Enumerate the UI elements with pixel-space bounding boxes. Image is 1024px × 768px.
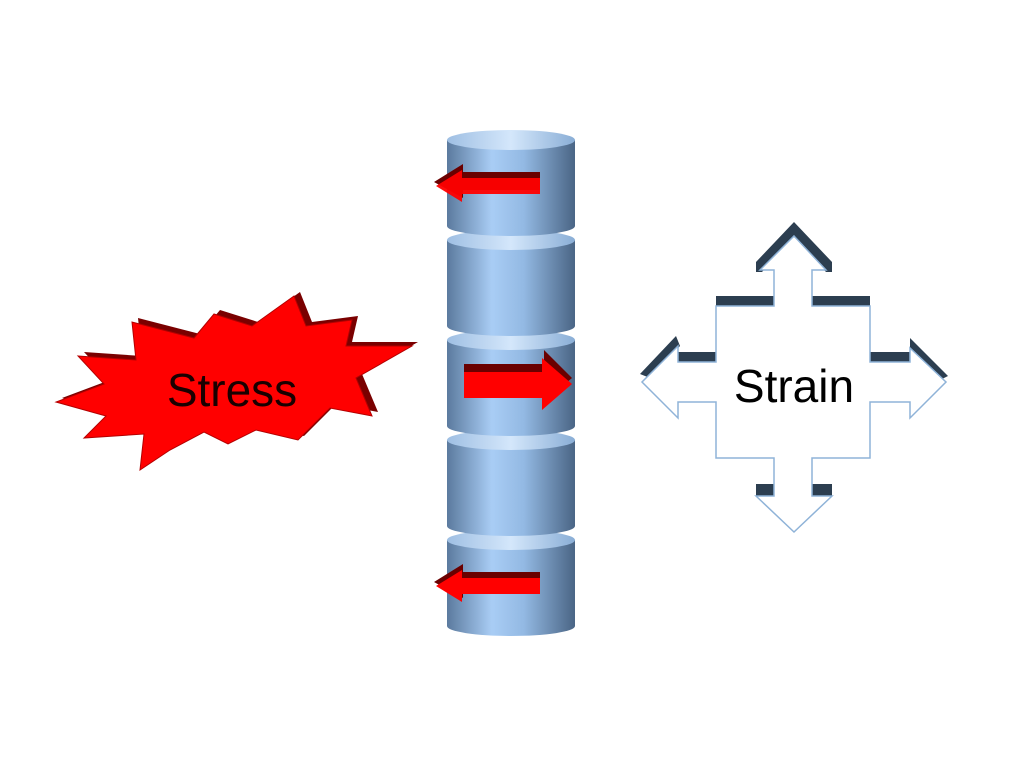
strain-quad-arrow-body xyxy=(640,234,948,534)
strain-label: Strain xyxy=(734,360,854,412)
column-segment-2 xyxy=(447,230,575,336)
column-segment-4 xyxy=(447,430,575,536)
stress-starburst-face xyxy=(54,295,414,472)
shear-arrow-left-top xyxy=(434,164,540,202)
stress-starburst: Stress xyxy=(54,292,418,472)
stacked-column xyxy=(434,130,575,636)
strain-quad-arrow-shadow xyxy=(640,222,948,496)
strain-quad-arrow: Strain xyxy=(640,222,948,534)
shear-arrow-right-middle xyxy=(464,350,572,410)
stress-label: Stress xyxy=(167,364,297,416)
shear-arrow-left-bottom xyxy=(434,564,540,602)
